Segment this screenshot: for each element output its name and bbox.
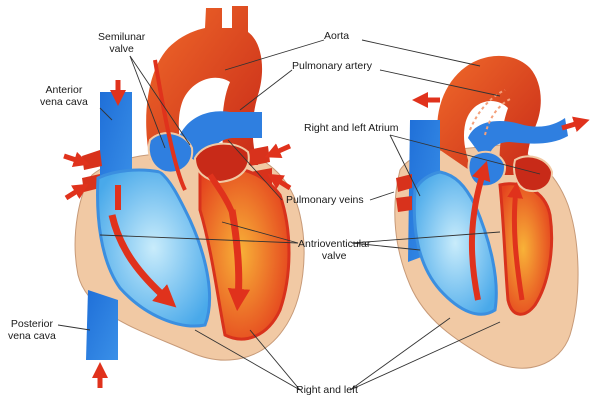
pulmonary-vein-stub [248, 146, 270, 166]
flow-arrow [469, 89, 506, 131]
flow-arrow [468, 160, 491, 301]
flow-arrow [108, 214, 177, 308]
left-atrium [513, 155, 554, 192]
label-av-line1: Antrioventicular [298, 238, 371, 250]
label-right-left-atrium: Right and left Atrium [304, 122, 399, 134]
right-ventricle [96, 168, 212, 328]
aorta-vessel [437, 55, 541, 176]
label-pulmonary-veins: Pulmonary veins [286, 194, 364, 206]
inflow-arrow [264, 143, 292, 159]
right-heart [394, 55, 590, 369]
label-anterior-line1: Anterior [45, 84, 83, 96]
label-pulmonary-artery: Pulmonary artery [292, 60, 372, 72]
label-semilunar-line2: valve [109, 43, 134, 55]
pulmonary-vein-stub [396, 196, 412, 212]
flow-arrow [227, 209, 251, 312]
outflow-arrow [561, 116, 590, 132]
label-posterior-line2: vena cava [8, 330, 56, 342]
label-semilunar-valve: Semilunar valve [98, 31, 145, 55]
label-av-valve: Antrioventicular valve [298, 238, 370, 262]
posterior-vena-cava-vessel [86, 290, 118, 360]
inflow-arrow [63, 151, 90, 168]
leader-lines [57, 39, 541, 391]
label-anterior-vena-cava: Anterior vena cava [40, 84, 88, 108]
label-posterior-line1: Posterior [10, 318, 53, 330]
inflow-arrow [64, 183, 89, 201]
label-semilunar-line1: Semilunar [98, 31, 146, 43]
flow-arrow [484, 97, 513, 136]
inflow-arrow [267, 173, 292, 191]
flow-arrow [207, 173, 235, 214]
pulmonary-vein-stub [82, 150, 102, 170]
pulmonary-artery-vessel [468, 118, 568, 165]
flow-arrow [153, 59, 187, 191]
label-right-and-left: Right and left [296, 384, 358, 396]
label-anterior-line2: vena cava [40, 96, 88, 108]
label-posterior-vena-cava: Posterior vena cava [8, 318, 56, 342]
label-av-line2: valve [321, 250, 347, 262]
pulmonary-vein-stub [396, 174, 412, 192]
label-aorta: Aorta [324, 30, 350, 42]
right-atrium [147, 132, 194, 174]
left-atrium [193, 142, 250, 184]
flow-arrow [507, 182, 525, 301]
left-heart [63, 6, 305, 388]
